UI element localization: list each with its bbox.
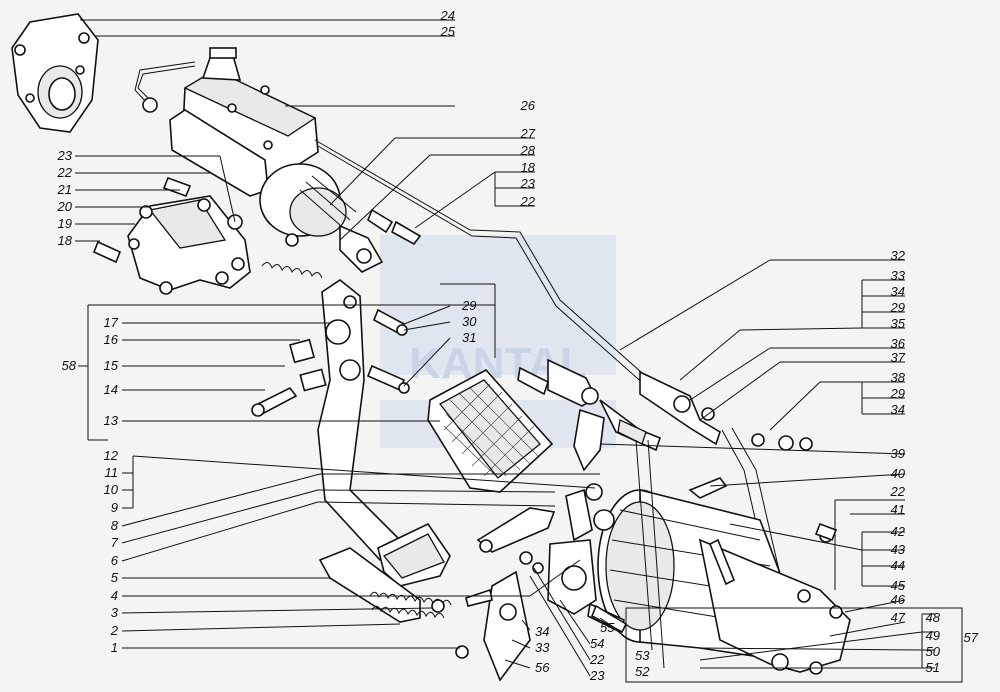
callout-label-22: 22	[589, 652, 605, 667]
callout-label-57: 57	[964, 630, 979, 645]
callout-label-10: 10	[104, 482, 119, 497]
callout-label-20: 20	[57, 199, 73, 214]
callout-label-43: 43	[891, 542, 906, 557]
callout-label-34: 34	[535, 624, 549, 639]
callout-label-29: 29	[890, 300, 905, 315]
callout-label-41: 41	[891, 502, 905, 517]
callout-label-55: 55	[600, 620, 615, 635]
callout-label-23: 23	[57, 148, 73, 163]
pipe-main-2	[317, 145, 647, 387]
callout-label-26: 26	[520, 98, 536, 113]
callout-label-12: 12	[104, 448, 119, 463]
callout-label-50: 50	[926, 644, 941, 659]
callout-label-30: 30	[462, 314, 477, 329]
pipe-main	[314, 139, 651, 381]
callout-label-23: 23	[520, 176, 536, 191]
callout-label-24: 24	[440, 8, 455, 23]
callout-label-18: 18	[58, 233, 73, 248]
release-lever-icon	[476, 483, 625, 634]
callout-label-32: 32	[891, 248, 906, 263]
callout-label-22: 22	[890, 484, 906, 499]
callout-label-49: 49	[926, 628, 940, 643]
callout-label-22: 22	[57, 165, 73, 180]
callout-label-9: 9	[111, 500, 118, 515]
callout-label-42: 42	[891, 524, 906, 539]
callout-label-33: 33	[891, 268, 906, 283]
callout-label-35: 35	[891, 316, 906, 331]
pedal-bracket-icon	[92, 176, 251, 295]
callout-label-6: 6	[111, 553, 119, 568]
return-spring-icon	[261, 262, 323, 279]
callout-label-21: 21	[57, 182, 72, 197]
callout-label-34: 34	[891, 402, 905, 417]
callout-label-38: 38	[891, 370, 906, 385]
callout-label-48: 48	[926, 610, 941, 625]
callout-label-28: 28	[520, 143, 536, 158]
callout-label-34: 34	[891, 284, 905, 299]
callout-label-1: 1	[111, 640, 118, 655]
callout-label-33: 33	[535, 640, 550, 655]
callout-label-36: 36	[891, 336, 906, 351]
callout-label-3: 3	[111, 605, 119, 620]
callout-label-17: 17	[104, 315, 119, 330]
callout-label-16: 16	[104, 332, 119, 347]
callout-label-4: 4	[111, 588, 118, 603]
callout-label-54: 54	[590, 636, 604, 651]
callout-label-25: 25	[440, 24, 456, 39]
callout-label-11: 11	[105, 465, 119, 480]
callout-label-56: 56	[535, 660, 550, 675]
callout-label-47: 47	[891, 610, 906, 625]
callout-label-44: 44	[891, 558, 905, 573]
booster-cylinder-icon	[597, 477, 851, 675]
pedal-pad-icon	[427, 368, 554, 493]
callout-label-58: 58	[62, 358, 77, 373]
callout-label-2: 2	[110, 623, 119, 638]
callout-label-23: 23	[589, 668, 605, 683]
pipe-left-2	[137, 65, 196, 101]
callout-label-40: 40	[891, 466, 906, 481]
callout-label-51: 51	[926, 660, 940, 675]
callout-label-5: 5	[111, 570, 119, 585]
callout-label-8: 8	[111, 518, 119, 533]
callout-label-14: 14	[104, 382, 118, 397]
pipe-left	[134, 61, 196, 105]
callout-label-53: 53	[635, 648, 650, 663]
flange-plate-icon	[11, 13, 99, 133]
callout-label-22: 22	[520, 194, 536, 209]
callout-label-18: 18	[521, 160, 536, 175]
callout-label-39: 39	[891, 446, 905, 461]
callout-label-37: 37	[891, 350, 906, 365]
pipe-tee-fitting-icon	[517, 358, 813, 472]
callout-label-45: 45	[891, 578, 906, 593]
callout-label-29: 29	[461, 298, 476, 313]
callout-label-7: 7	[111, 535, 119, 550]
callout-label-29: 29	[890, 386, 905, 401]
callout-label-19: 19	[58, 216, 72, 231]
master-cylinder-icon	[169, 47, 384, 273]
callout-label-46: 46	[891, 592, 906, 607]
pipe-fitting	[142, 97, 158, 113]
callout-label-27: 27	[520, 126, 536, 141]
callout-label-52: 52	[635, 664, 650, 679]
callout-label-31: 31	[462, 330, 476, 345]
callout-label-13: 13	[104, 413, 119, 428]
bolt-icons	[366, 208, 422, 394]
callout-label-15: 15	[104, 358, 119, 373]
